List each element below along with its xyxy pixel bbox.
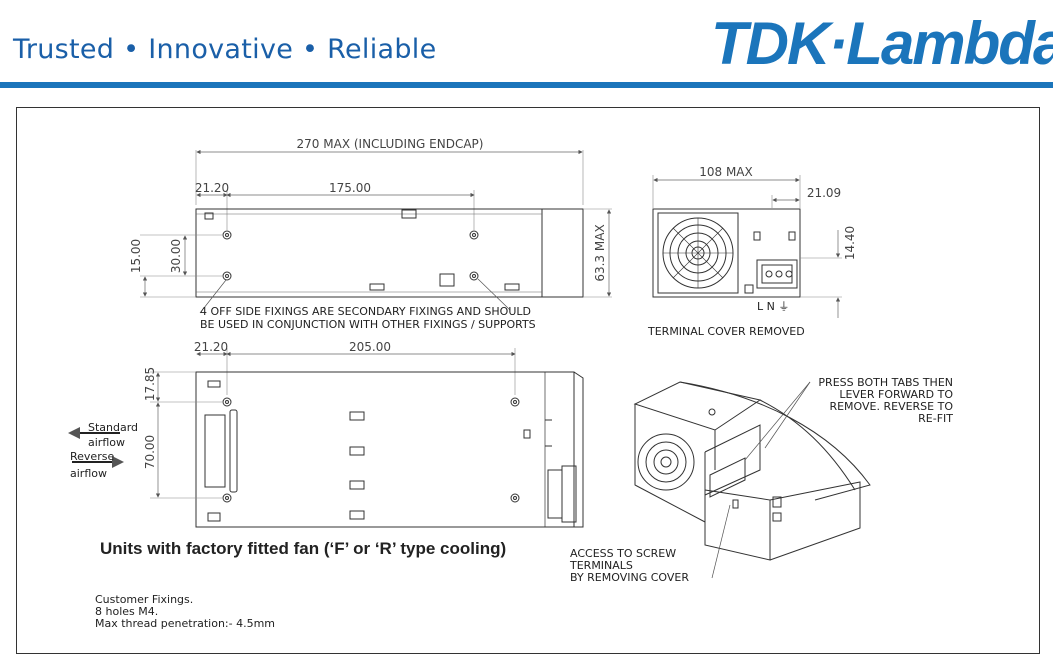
reverse-airflow-sub: airflow [70,467,107,480]
access-note-2: TERMINALS [569,559,633,572]
press-note-3: REMOVE. REVERSE TO [829,400,953,413]
dim-bottom-left: 21.20 [194,340,228,354]
dim-end-width: 108 MAX [699,165,753,179]
dim-end-offset: 21.09 [807,186,841,200]
press-note-2: LEVER FORWARD TO [839,388,953,401]
side-note-1: 4 OFF SIDE FIXINGS ARE SECONDARY FIXINGS… [200,305,531,318]
reverse-airflow-label: Reverse [70,450,114,463]
bottom-view [68,348,584,528]
side-note-2: BE USED IN CONJUNCTION WITH OTHER FIXING… [200,318,536,331]
press-note-1: PRESS BOTH TABS THEN [818,376,953,389]
fixings-line-3: Max thread penetration:- 4.5mm [95,617,276,630]
standard-airflow-label: Standard [88,421,138,434]
dim-14: 14.40 [843,226,857,260]
dim-15: 15.00 [129,239,143,273]
dim-height: 63.3 MAX [593,224,607,281]
press-note-4: RE-FIT [918,412,953,425]
dim-30: 30.00 [169,239,183,273]
fixings-line-2: 8 holes M4. [95,605,159,618]
access-note-1: ACCESS TO SCREW [570,547,676,560]
fixings-line-1: Customer Fixings. [95,593,194,606]
fan-cooling-caption: Units with factory fitted fan (‘F’ or ‘R… [100,539,507,558]
header-rule [0,82,1053,88]
end-view [652,175,842,318]
dim-overall: 270 MAX (INCLUDING ENDCAP) [297,137,484,151]
tagline: Trusted • Innovative • Reliable [13,34,437,65]
dim-17: 17.85 [143,367,157,401]
dim-70: 70.00 [143,435,157,469]
dim-side-span: 175.00 [329,181,371,195]
access-note-3: BY REMOVING COVER [570,571,689,584]
standard-airflow-sub: airflow [88,436,125,449]
isometric-view [633,381,871,579]
drawing-frame [16,107,1040,654]
dim-bottom-span: 205.00 [349,340,391,354]
dim-side-left: 21.20 [195,181,229,195]
end-view-caption: TERMINAL COVER REMOVED [647,325,805,338]
side-view [140,149,612,314]
terminal-labels: L N ⏚ [757,300,789,313]
tdk-lambda-logo: TDK·Lambda [711,10,1053,77]
